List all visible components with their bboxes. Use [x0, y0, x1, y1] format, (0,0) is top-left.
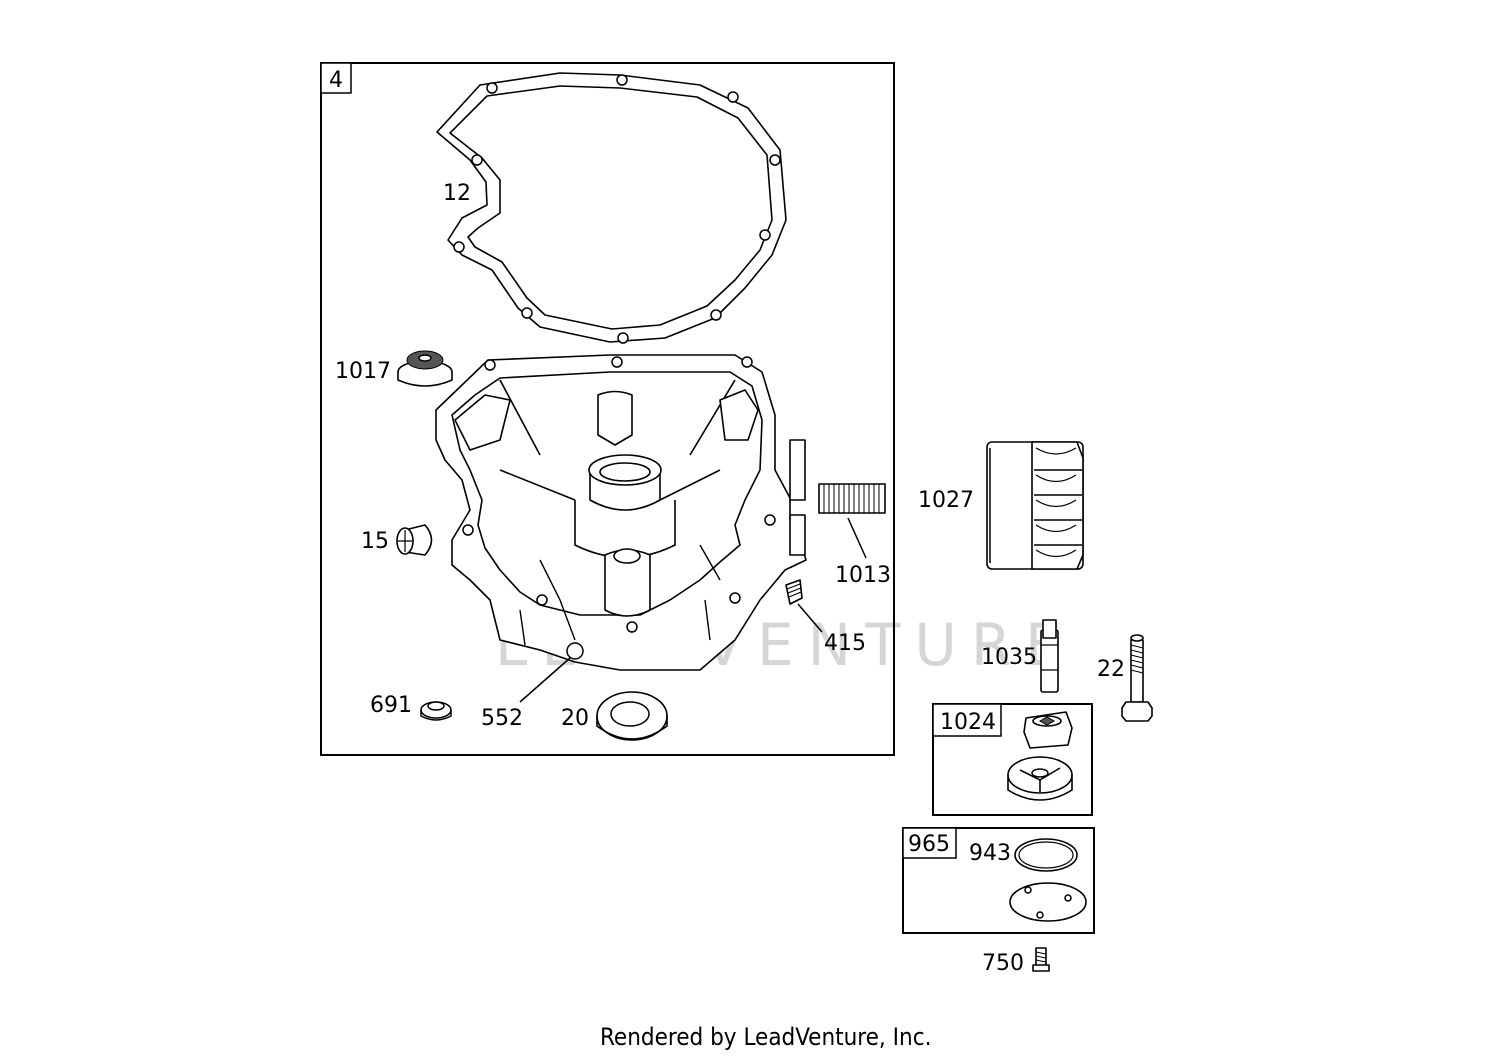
callout-22: 22 [1097, 657, 1125, 682]
part-22-bolt [1121, 634, 1153, 722]
leader-lines [519, 517, 867, 703]
part-1035-shaft [1040, 619, 1059, 693]
callout-552: 552 [481, 706, 523, 731]
group-label-1024: 1024 [940, 710, 996, 735]
crankcase-sump [435, 354, 807, 671]
part-20-seal [596, 691, 668, 741]
part-750-screw [1032, 947, 1050, 972]
callout-691: 691 [370, 693, 412, 718]
part-1013-nipple [818, 483, 886, 514]
footer-credit: Rendered by LeadVenture, Inc. [600, 1023, 931, 1051]
part-15-bushing [396, 524, 433, 556]
callout-15: 15 [361, 529, 389, 554]
part-1027-oil-filter [986, 441, 1084, 570]
callout-1027: 1027 [918, 488, 974, 513]
part-1017-plug [397, 350, 453, 387]
callout-943: 943 [969, 841, 1011, 866]
group-box-965: 965 [902, 827, 1095, 934]
callout-1013: 1013 [835, 563, 891, 588]
callout-12: 12 [443, 181, 471, 206]
callout-1017: 1017 [335, 359, 391, 384]
part-415-fitting [785, 579, 803, 605]
callout-1035: 1035 [981, 645, 1037, 670]
callout-20: 20 [561, 706, 589, 731]
group-box-1024: 1024 [932, 703, 1093, 816]
group-label-965: 965 [908, 832, 950, 857]
gasket-part [436, 72, 787, 344]
callout-750: 750 [982, 951, 1024, 976]
part-691-ring [420, 701, 452, 721]
group-box-4: 4 [320, 62, 895, 756]
group-label-4: 4 [329, 68, 343, 93]
callout-415: 415 [824, 631, 866, 656]
